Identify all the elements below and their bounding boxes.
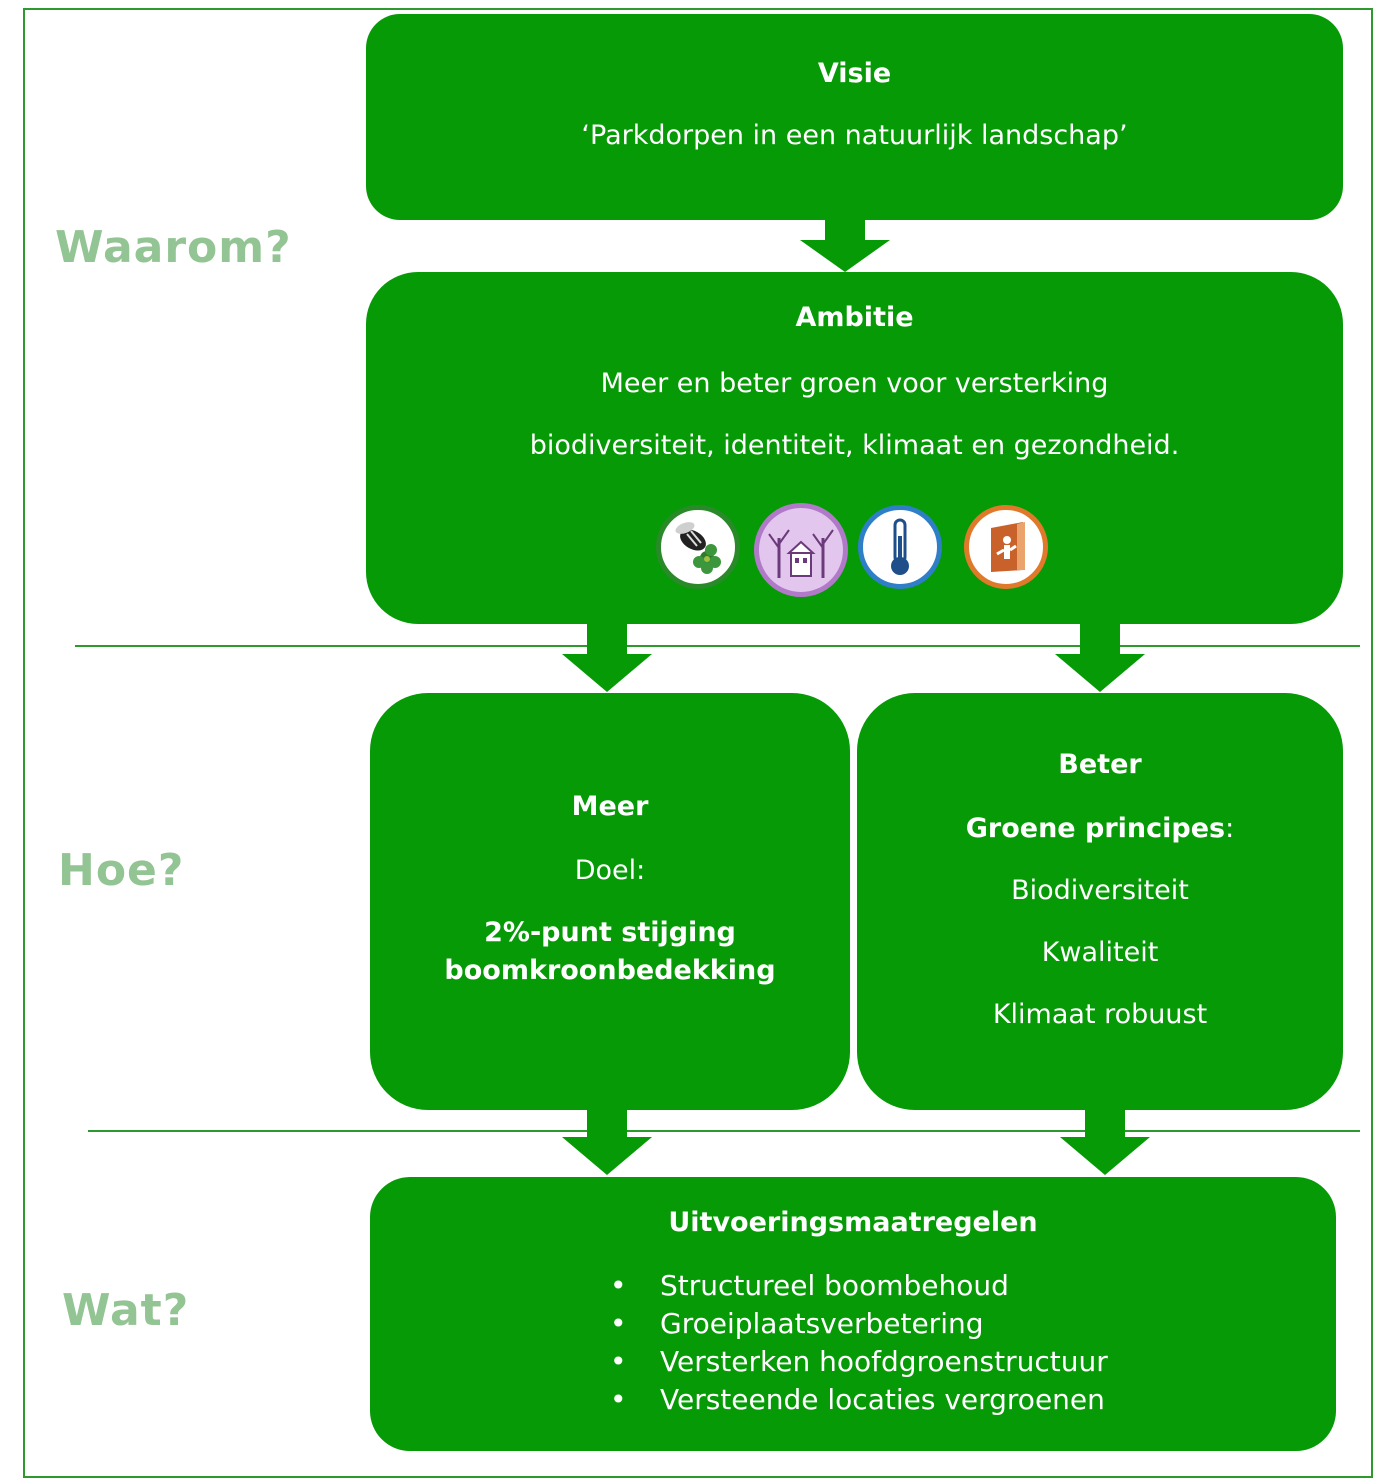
- meer-goal-line2: boomkroonbedekking: [444, 955, 776, 986]
- ambitie-line2: biodiversiteit, identiteit, klimaat en g…: [529, 430, 1180, 461]
- uitvoering-title: Uitvoeringsmaatregelen: [668, 1207, 1038, 1238]
- beter-principle-2: Kwaliteit: [1041, 937, 1159, 968]
- arrow-visie-to-ambitie: [800, 218, 890, 272]
- beter-subtitle: Groene principes: [965, 813, 1226, 844]
- measure-item: Versteende locaties vergroenen: [610, 1381, 1108, 1419]
- arrow-ambitie-to-meer: [562, 622, 652, 692]
- visie-text: ‘Parkdorpen in een natuurlijk landschap’: [581, 120, 1128, 151]
- arrow-ambitie-to-beter: [1055, 622, 1145, 692]
- beter-subtitle-colon: :: [1225, 813, 1235, 844]
- divider-line-bottom: [88, 1130, 1360, 1132]
- trees-house-icon: [754, 503, 848, 597]
- label-wat: Wat?: [62, 1285, 190, 1336]
- visie-box: Visie ‘Parkdorpen in een natuurlijk land…: [366, 14, 1343, 220]
- arrow-beter-to-uitvoering: [1060, 1105, 1150, 1175]
- meer-box: Meer Doel: 2%-punt stijging boomkroonbed…: [370, 693, 850, 1110]
- divider-line-top: [75, 645, 1360, 647]
- label-waarom: Waarom?: [55, 222, 292, 273]
- beter-principle-3: Klimaat robuust: [992, 999, 1208, 1030]
- measure-item: Versterken hoofdgroenstructuur: [610, 1343, 1108, 1381]
- uitvoering-box: Uitvoeringsmaatregelen Structureel boomb…: [370, 1177, 1336, 1451]
- ambitie-title: Ambitie: [795, 302, 914, 333]
- meer-goal-line1: 2%-punt stijging: [484, 917, 736, 948]
- measure-item: Structureel boombehoud: [610, 1267, 1108, 1305]
- beter-box: Beter Groene principes: Biodiversiteit K…: [857, 693, 1343, 1110]
- meer-title: Meer: [571, 791, 649, 822]
- measures-list: Structureel boombehoud Groeiplaatsverbet…: [610, 1267, 1108, 1419]
- thermometer-icon: [858, 505, 942, 589]
- person-door-icon: [964, 505, 1048, 589]
- ambitie-line1: Meer en beter groen voor versterking: [600, 368, 1109, 399]
- visie-title: Visie: [817, 58, 892, 89]
- beter-principle-1: Biodiversiteit: [1011, 875, 1189, 906]
- meer-doel-label: Doel:: [574, 855, 646, 886]
- bee-on-flower-icon: [656, 505, 740, 589]
- beter-subtitle-line: Groene principes:: [857, 813, 1343, 844]
- ambitie-box: Ambitie Meer en beter groen voor verster…: [366, 272, 1343, 624]
- label-hoe: Hoe?: [58, 845, 185, 896]
- beter-title: Beter: [1058, 749, 1142, 780]
- measure-item: Groeiplaatsverbetering: [610, 1305, 1108, 1343]
- arrow-meer-to-uitvoering: [562, 1105, 652, 1175]
